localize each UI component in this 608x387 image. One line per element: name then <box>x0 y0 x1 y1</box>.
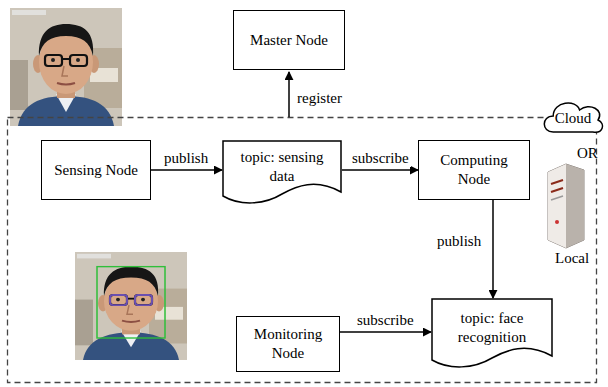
arrow-connector <box>151 169 222 171</box>
annotation-label: OR <box>577 144 598 162</box>
sensing-node-box: Sensing Node <box>41 140 151 200</box>
arrow-connector <box>492 200 494 298</box>
node-label: Computing Node <box>425 151 523 189</box>
topic-document: topic: sensing data <box>222 140 342 204</box>
camera-photo <box>10 8 122 126</box>
node-label: topic: face recognition <box>438 309 546 347</box>
system-boundary <box>8 118 597 383</box>
annotation-label: Local <box>555 249 589 267</box>
edge-label: publish <box>162 149 210 167</box>
node-label: topic: sensing data <box>229 148 335 186</box>
edge-label: subscribe <box>350 149 411 167</box>
monitoring-node-box: Monitoring Node <box>236 316 340 372</box>
topic-document: topic: face recognition <box>431 298 553 368</box>
arrow-connector <box>340 331 431 333</box>
register-arrow <box>288 72 290 117</box>
node-label: Sensing Node <box>54 161 138 180</box>
computing-node-box: Computing Node <box>418 140 530 200</box>
edge-label: subscribe <box>355 311 416 329</box>
annotation-label: register <box>297 89 342 107</box>
arrow-connector <box>342 169 418 171</box>
node-label: Cloud <box>555 109 592 128</box>
node-label: Monitoring Node <box>243 325 333 363</box>
edge-label: publish <box>435 232 483 250</box>
cloud-shape: Cloud <box>540 98 606 138</box>
server-icon <box>548 164 584 248</box>
master-node-box: Master Node <box>233 10 345 70</box>
camera-photo <box>75 252 187 360</box>
node-label: Master Node <box>250 31 328 50</box>
